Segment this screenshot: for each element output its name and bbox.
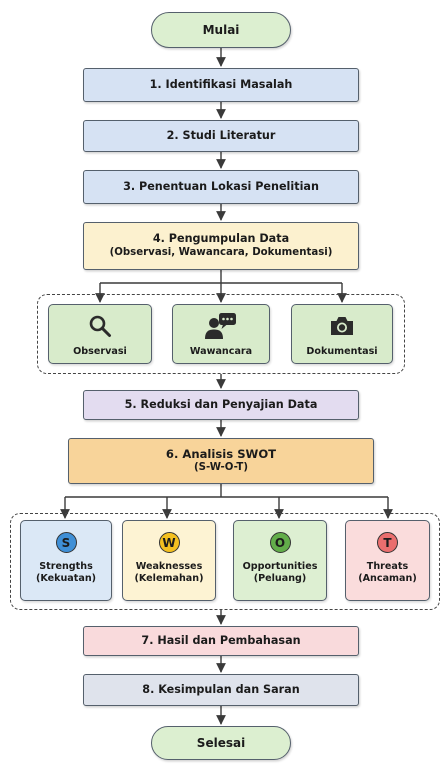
step-title: 5. Reduksi dan Penyajian Data [124, 398, 318, 411]
swot-letter-badge: S [55, 532, 77, 553]
end-label: Selesai [196, 736, 246, 750]
data-method-wawancara: Wawancara [172, 304, 270, 364]
data-method-label: Dokumentasi [306, 345, 378, 357]
swot-group [10, 513, 440, 610]
step-title: 6. Analisis SWOT [165, 447, 277, 461]
swot-card-threats: T Threats (Ancaman) [345, 520, 430, 601]
swot-name: Opportunities [242, 561, 318, 572]
step-title: 1. Identifikasi Masalah [149, 78, 293, 91]
step-7: 7. Hasil dan Pembahasan [83, 626, 359, 656]
step-title: 3. Penentuan Lokasi Penelitian [123, 180, 319, 193]
swot-letter-badge: O [269, 532, 291, 553]
start-label: Mulai [202, 23, 240, 37]
swot-letter-badge: T [377, 532, 398, 553]
data-method-observasi: Observasi [48, 304, 152, 364]
data-method-label: Observasi [73, 345, 127, 357]
swot-card-strengths: S Strengths (Kekuatan) [20, 520, 112, 601]
interview-icon [204, 311, 238, 341]
end-terminal: Selesai [151, 726, 291, 760]
swot-meaning: (Kekuatan) [35, 573, 97, 584]
step-title: 2. Studi Literatur [166, 129, 276, 142]
swot-meaning: (Ancaman) [358, 573, 417, 584]
data-method-dokumentasi: Dokumentasi [291, 304, 393, 364]
data-collection-group [37, 294, 405, 374]
start-terminal: Mulai [151, 12, 291, 48]
data-method-label: Wawancara [189, 345, 253, 357]
swot-name: Strengths [39, 561, 93, 572]
swot-name: Threats [366, 561, 409, 572]
step-2: 2. Studi Literatur [83, 120, 359, 152]
step-1: 1. Identifikasi Masalah [83, 68, 359, 102]
camera-icon [329, 311, 355, 341]
swot-meaning: (Peluang) [253, 573, 307, 584]
swot-card-weaknesses: W Weaknesses (Kelemahan) [122, 520, 216, 601]
step-title: 7. Hasil dan Pembahasan [141, 634, 301, 647]
step-8: 8. Kesimpulan dan Saran [83, 674, 359, 706]
magnifier-icon [88, 311, 112, 341]
step-subtitle: (Observasi, Wawancara, Dokumentasi) [109, 247, 333, 258]
swot-name: Weaknesses [135, 561, 203, 572]
step-4: 4. Pengumpulan Data (Observasi, Wawancar… [83, 222, 359, 270]
step-title: 8. Kesimpulan dan Saran [142, 683, 300, 696]
swot-letter-badge: W [158, 532, 180, 553]
step-3: 3. Penentuan Lokasi Penelitian [83, 170, 359, 204]
swot-meaning: (Kelemahan) [134, 573, 204, 584]
step-6: 6. Analisis SWOT (S-W-O-T) [68, 438, 374, 484]
step-5: 5. Reduksi dan Penyajian Data [83, 390, 359, 420]
step-title: 4. Pengumpulan Data [152, 232, 290, 245]
step-subtitle: (S-W-O-T) [194, 462, 248, 473]
swot-card-opportunities: O Opportunities (Peluang) [233, 520, 327, 601]
